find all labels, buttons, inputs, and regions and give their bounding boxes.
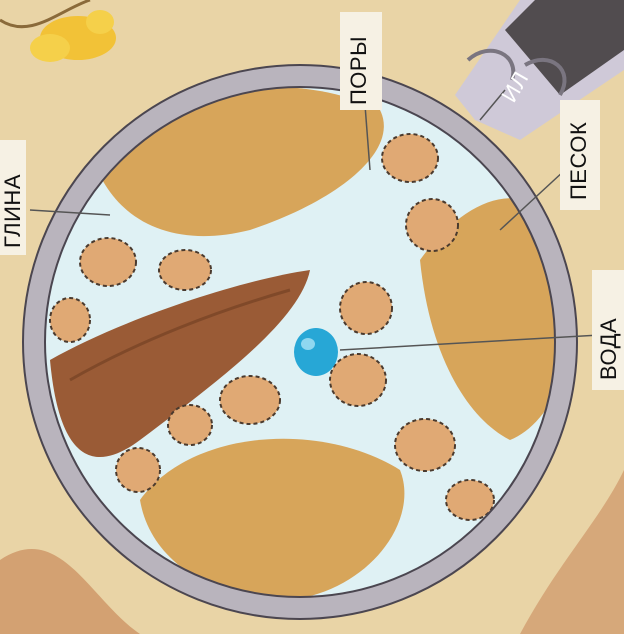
- pores-label: ПОРЫ: [348, 36, 370, 105]
- water-label: ВОДА: [598, 318, 620, 380]
- clay-label: ГЛИНА: [2, 174, 24, 248]
- sand-label: ПЕСОК: [568, 122, 590, 200]
- water-droplet: [294, 328, 338, 376]
